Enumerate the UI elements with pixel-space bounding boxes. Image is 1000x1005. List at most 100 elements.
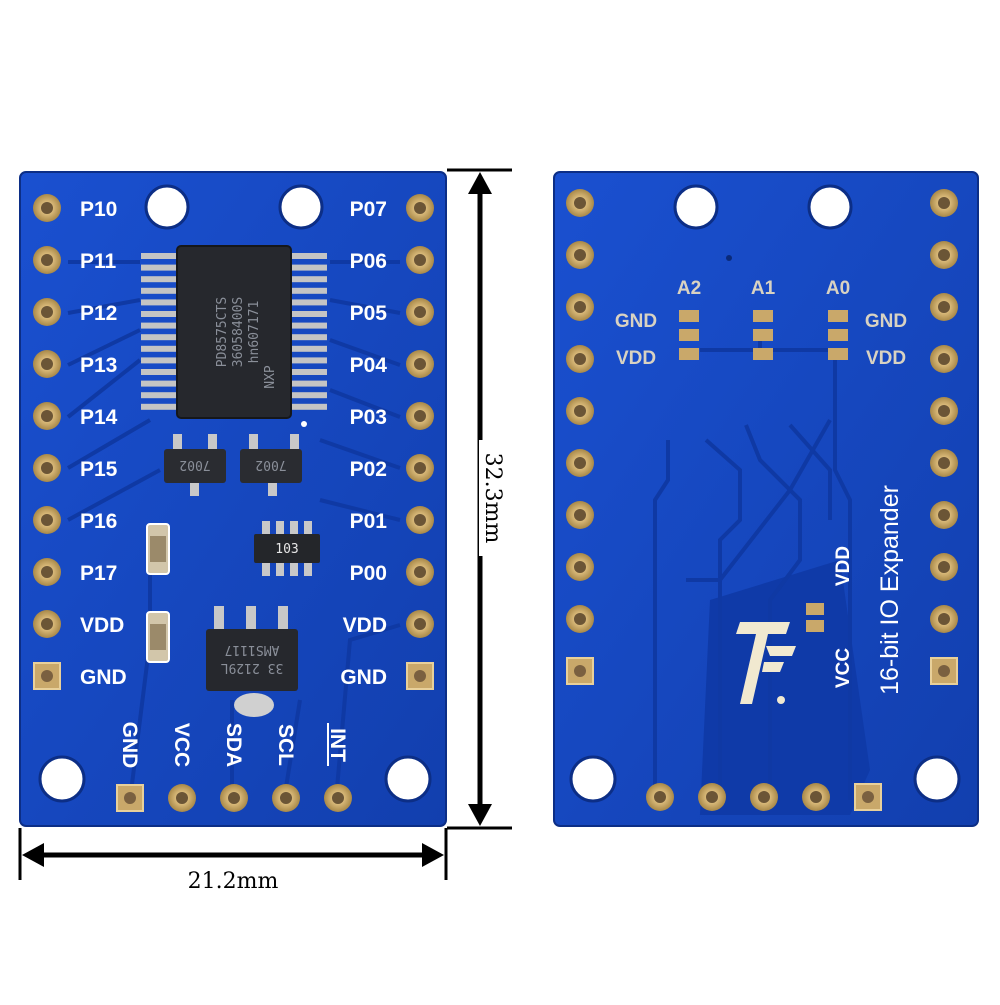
pin-label: INT <box>326 728 349 762</box>
back-right-vdd-label: VDD <box>866 348 906 369</box>
capacitor <box>146 523 170 575</box>
solder-pad <box>33 454 61 482</box>
voltage-regulator: 33 2129L AMS1117 <box>206 606 298 717</box>
solder-pad <box>406 194 434 222</box>
back-right-gnd-label: GND <box>865 311 907 332</box>
transistor-marking: 7002 <box>179 457 210 472</box>
transistor-right: 7002 <box>240 434 302 496</box>
solder-pad <box>566 345 594 373</box>
solder-pad <box>33 506 61 534</box>
solder-pad <box>930 241 958 269</box>
solder-pad <box>750 783 778 811</box>
jumper-pad <box>679 310 699 322</box>
solder-pad <box>406 506 434 534</box>
solder-pad <box>802 783 830 811</box>
vcc-select-label: VCC <box>833 648 854 688</box>
solder-pad <box>406 298 434 326</box>
jumper-label-a1: A1 <box>751 278 776 299</box>
mounting-hole <box>807 184 853 230</box>
back-left-vdd-label: VDD <box>616 348 656 369</box>
solder-pad <box>33 610 61 638</box>
height-dimension-label: 32.3mm <box>480 453 505 544</box>
solder-pad <box>406 350 434 378</box>
solder-pad <box>272 784 300 812</box>
square-solder-pad <box>406 662 434 690</box>
square-solder-pad <box>566 657 594 685</box>
square-solder-pad <box>930 657 958 685</box>
mounting-hole <box>384 755 432 803</box>
pin-label: VCC <box>170 723 193 767</box>
mounting-hole <box>569 755 617 803</box>
solder-pad <box>406 558 434 586</box>
pin-label: GND <box>340 666 387 689</box>
regulator-marking-line-1: 33 2129L <box>221 660 284 675</box>
jumper-label-a2: A2 <box>677 278 701 299</box>
solder-pad <box>566 553 594 581</box>
back-left-header <box>566 189 594 685</box>
solder-pad <box>566 241 594 269</box>
dimension-height: 32.3mm <box>447 168 512 830</box>
pin-label: P06 <box>350 250 387 273</box>
solder-pad <box>33 298 61 326</box>
solder-pad <box>646 783 674 811</box>
pin-label: P13 <box>80 354 117 377</box>
solder-pad <box>930 189 958 217</box>
mounting-hole <box>144 184 190 230</box>
solder-pad <box>930 345 958 373</box>
chip-pins-left <box>141 253 179 410</box>
solder-pad <box>406 610 434 638</box>
solder-pad <box>566 449 594 477</box>
board-caption: 16-bit IO Expander <box>876 485 904 695</box>
brand-logo <box>736 622 796 704</box>
pin-label: P17 <box>80 562 117 585</box>
solder-pad <box>930 553 958 581</box>
pin-label: SCL <box>274 724 297 766</box>
solder-pad <box>33 350 61 378</box>
pin-label: GND <box>80 666 127 689</box>
chip-pins-right <box>289 253 327 410</box>
square-solder-pad <box>33 662 61 690</box>
solder-pad <box>930 397 958 425</box>
jumper-label-a0: A0 <box>826 278 850 299</box>
solder-pad <box>406 454 434 482</box>
jumper-pad <box>828 348 848 360</box>
power-select-jumper: VDD VCC <box>806 546 854 688</box>
back-board: A2 A1 A0 GND VDD GND VDD VDD VCC <box>553 171 979 827</box>
solder-pad <box>33 194 61 222</box>
solder-pad <box>566 605 594 633</box>
pin-label: P02 <box>350 458 387 481</box>
jumper-pad <box>828 329 848 341</box>
mounting-hole <box>38 755 86 803</box>
pin-label: P10 <box>80 198 117 221</box>
transistor-left: 7002 <box>164 434 226 496</box>
solder-pad <box>33 402 61 430</box>
pin-label: GND <box>118 722 141 769</box>
mounting-hole <box>278 184 324 230</box>
solder-pad <box>566 501 594 529</box>
solder-pad <box>168 784 196 812</box>
pin-label: P00 <box>350 562 387 585</box>
front-traces <box>66 260 401 801</box>
pin-label: P07 <box>350 198 387 221</box>
capacitor <box>146 611 170 663</box>
pin-label: P04 <box>350 354 388 377</box>
mounting-hole <box>913 755 961 803</box>
solder-pad <box>220 784 248 812</box>
transistor-marking: 7002 <box>255 457 286 472</box>
resistor-array-marking: 103 <box>275 542 298 557</box>
pin-label: P01 <box>350 510 388 533</box>
front-board: PD8575CTS 36058400S hn607171 NXP 7002 70… <box>19 171 447 827</box>
jumper-pad <box>753 348 773 360</box>
square-solder-pad <box>854 783 882 811</box>
chip-marking-line-3: hn607171 <box>247 301 262 364</box>
solder-pad <box>566 293 594 321</box>
solder-pad <box>566 397 594 425</box>
chip-marking-line-1: PD8575CTS <box>215 297 230 367</box>
pin-label: VDD <box>343 614 387 637</box>
mounting-hole <box>673 184 719 230</box>
jumper-pad <box>753 310 773 322</box>
pin-label: P03 <box>350 406 387 429</box>
